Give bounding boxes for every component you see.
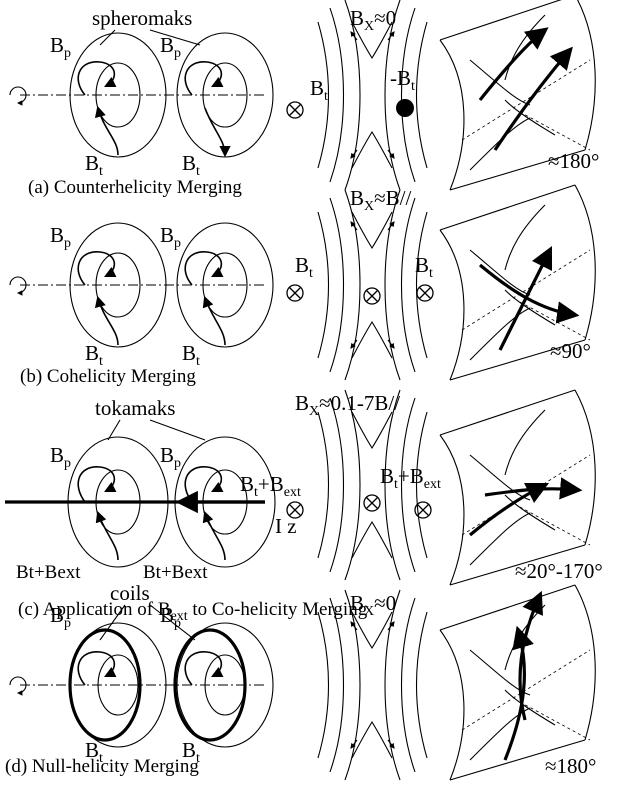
svg-text:BX≈0.1-7B//: BX≈0.1-7B//: [295, 391, 400, 419]
svg-text:Bp: Bp: [160, 223, 181, 251]
bt-left-label: B: [85, 341, 99, 365]
bt-side-left-a: B: [310, 76, 324, 100]
group-label-tokamaks: tokamaks: [95, 396, 175, 420]
into-page-icon: [286, 494, 432, 519]
svg-text:Bp: Bp: [50, 603, 71, 631]
svg-text:Bt: Bt: [85, 151, 103, 179]
bt-side-right-c: B: [380, 464, 394, 488]
angle-label-b: ≈90°: [550, 339, 591, 363]
bt-right-label: B: [182, 341, 196, 365]
svg-text:Bt: Bt: [310, 76, 328, 104]
caption-c: (c) Application of B: [18, 599, 171, 620]
angle-label-d: ≈180°: [545, 754, 596, 778]
group-label-spheromaks: spheromaks: [92, 6, 192, 30]
svg-text:Bt: Bt: [85, 738, 103, 766]
coil-left: [68, 628, 142, 742]
angle-label-a: ≈180°: [548, 149, 599, 173]
bp-right-label: B: [160, 223, 174, 247]
angle-label-c: ≈20°-170°: [515, 559, 603, 583]
svg-text:-Bt: -Bt: [390, 66, 415, 94]
panel-a: spheromaks Bp Bp Bt Bt BX≈0 Bt -Bt ≈180°…: [10, 0, 599, 198]
saddle-surface-c: [439, 389, 596, 586]
svg-text:Bt+Bext: Bt+Bext: [380, 464, 441, 492]
bp-right-label: B: [160, 33, 174, 57]
bt-side-right-b: B: [415, 253, 429, 277]
bt-left-label: Bt+Bext: [16, 562, 81, 583]
bt-left-label: B: [85, 151, 99, 175]
bt-side-left-c: B: [240, 472, 254, 496]
caption-a: (a) Counterhelicity Merging: [28, 177, 242, 198]
bx-label-a: B: [350, 6, 364, 30]
xpoint-field-b: [317, 189, 428, 381]
svg-text:Bt: Bt: [415, 253, 433, 281]
into-page-icon: [286, 101, 304, 119]
caption-b: (b) Cohelicity Merging: [20, 366, 196, 387]
svg-text:Bt: Bt: [295, 253, 313, 281]
bt-side-right-a: -B: [390, 66, 411, 90]
svg-text:Bp: Bp: [50, 33, 71, 61]
group-label-coils: coils: [110, 581, 150, 605]
bt-right-label: B: [182, 151, 196, 175]
svg-text:Bp: Bp: [160, 33, 181, 61]
saddle-surface-d: [439, 584, 596, 781]
bp-left-label: B: [50, 33, 64, 57]
axis-label-iz: I z: [275, 514, 297, 538]
panel-b: Bp Bp Bt Bt BX≈B// Bt Bt ≈90° (b) Coheli…: [10, 184, 596, 387]
bx-label-d: B: [350, 591, 364, 615]
bt-right-label: Bt+Bext: [143, 562, 208, 583]
svg-text:Bt: Bt: [182, 151, 200, 179]
bp-left-label: B: [50, 443, 64, 467]
svg-text:Bp: Bp: [50, 223, 71, 251]
out-of-page-dot-icon: [396, 99, 414, 117]
svg-text:Bp: Bp: [160, 443, 181, 471]
bp-left-label: B: [50, 223, 64, 247]
svg-text:Bp: Bp: [160, 603, 181, 631]
svg-text:Bt: Bt: [85, 341, 103, 369]
bt-left-label: B: [85, 738, 99, 762]
panel-d: coils Bp Bp Bt Bt BX≈0 ≈180° (d) Null-he…: [5, 581, 596, 781]
bp-right-label: B: [160, 603, 174, 627]
bt-arrow-right: [204, 107, 231, 158]
bp-left-label: B: [50, 603, 64, 627]
caption-d: (d) Null-helicity Merging: [5, 756, 199, 777]
bp-right-label: B: [160, 443, 174, 467]
svg-text:BX≈0: BX≈0: [350, 6, 396, 34]
panel-c: tokamaks Bp Bp Bt+Bext Bt+Bext I z Bt+Be…: [5, 389, 603, 624]
bt-right-label: B: [182, 738, 196, 762]
into-page-icon: [286, 284, 434, 305]
svg-text:Bt+Bext: Bt+Bext: [240, 472, 301, 500]
svg-text:BX≈0: BX≈0: [350, 591, 396, 619]
svg-text:BX≈B//: BX≈B//: [350, 186, 412, 214]
bx-label-c: B: [295, 391, 309, 415]
svg-text:Bt: Bt: [182, 341, 200, 369]
bt-side-left-b: B: [295, 253, 309, 277]
svg-text:(c) Application of Bext to Co-: (c) Application of Bext to Co-helicity M…: [18, 599, 368, 624]
svg-text:Bp: Bp: [50, 443, 71, 471]
bx-label-b: B: [350, 186, 364, 210]
svg-text:Bt: Bt: [182, 738, 200, 766]
bt-arrow-left: [94, 105, 119, 156]
